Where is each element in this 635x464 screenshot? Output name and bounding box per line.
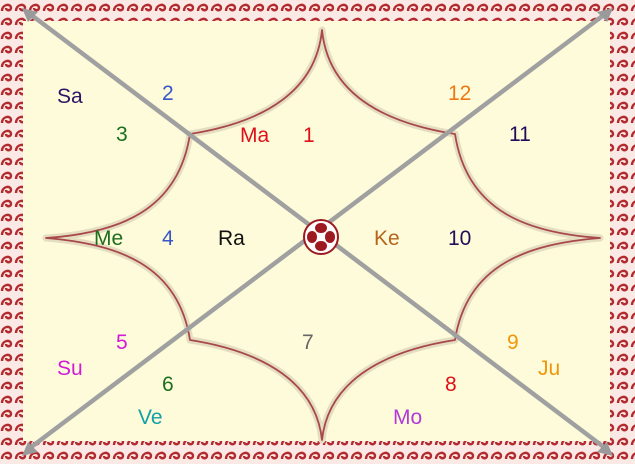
house-number-9: 9 [507,331,519,354]
house-number-7: 7 [302,331,314,354]
house-number-12: 12 [448,82,471,105]
planet-ra: Ra [218,227,245,250]
center-ornament [304,220,338,254]
house-number-4: 4 [162,227,174,250]
house-number-6: 6 [162,373,174,396]
planet-ma: Ma [240,124,269,147]
planet-su: Su [57,357,83,380]
house-number-2: 2 [162,82,174,105]
house-number-10: 10 [448,227,471,250]
planet-ju: Ju [538,357,560,380]
planet-me: Me [94,227,123,250]
house-number-1: 1 [303,124,315,147]
house-number-8: 8 [445,373,457,396]
planet-mo: Mo [393,406,422,429]
house-number-3: 3 [116,123,128,146]
planet-sa: Sa [57,85,83,108]
planet-ke: Ke [374,227,400,250]
house-number-5: 5 [116,331,128,354]
planet-ve: Ve [138,406,163,429]
house-number-11: 11 [509,123,531,146]
